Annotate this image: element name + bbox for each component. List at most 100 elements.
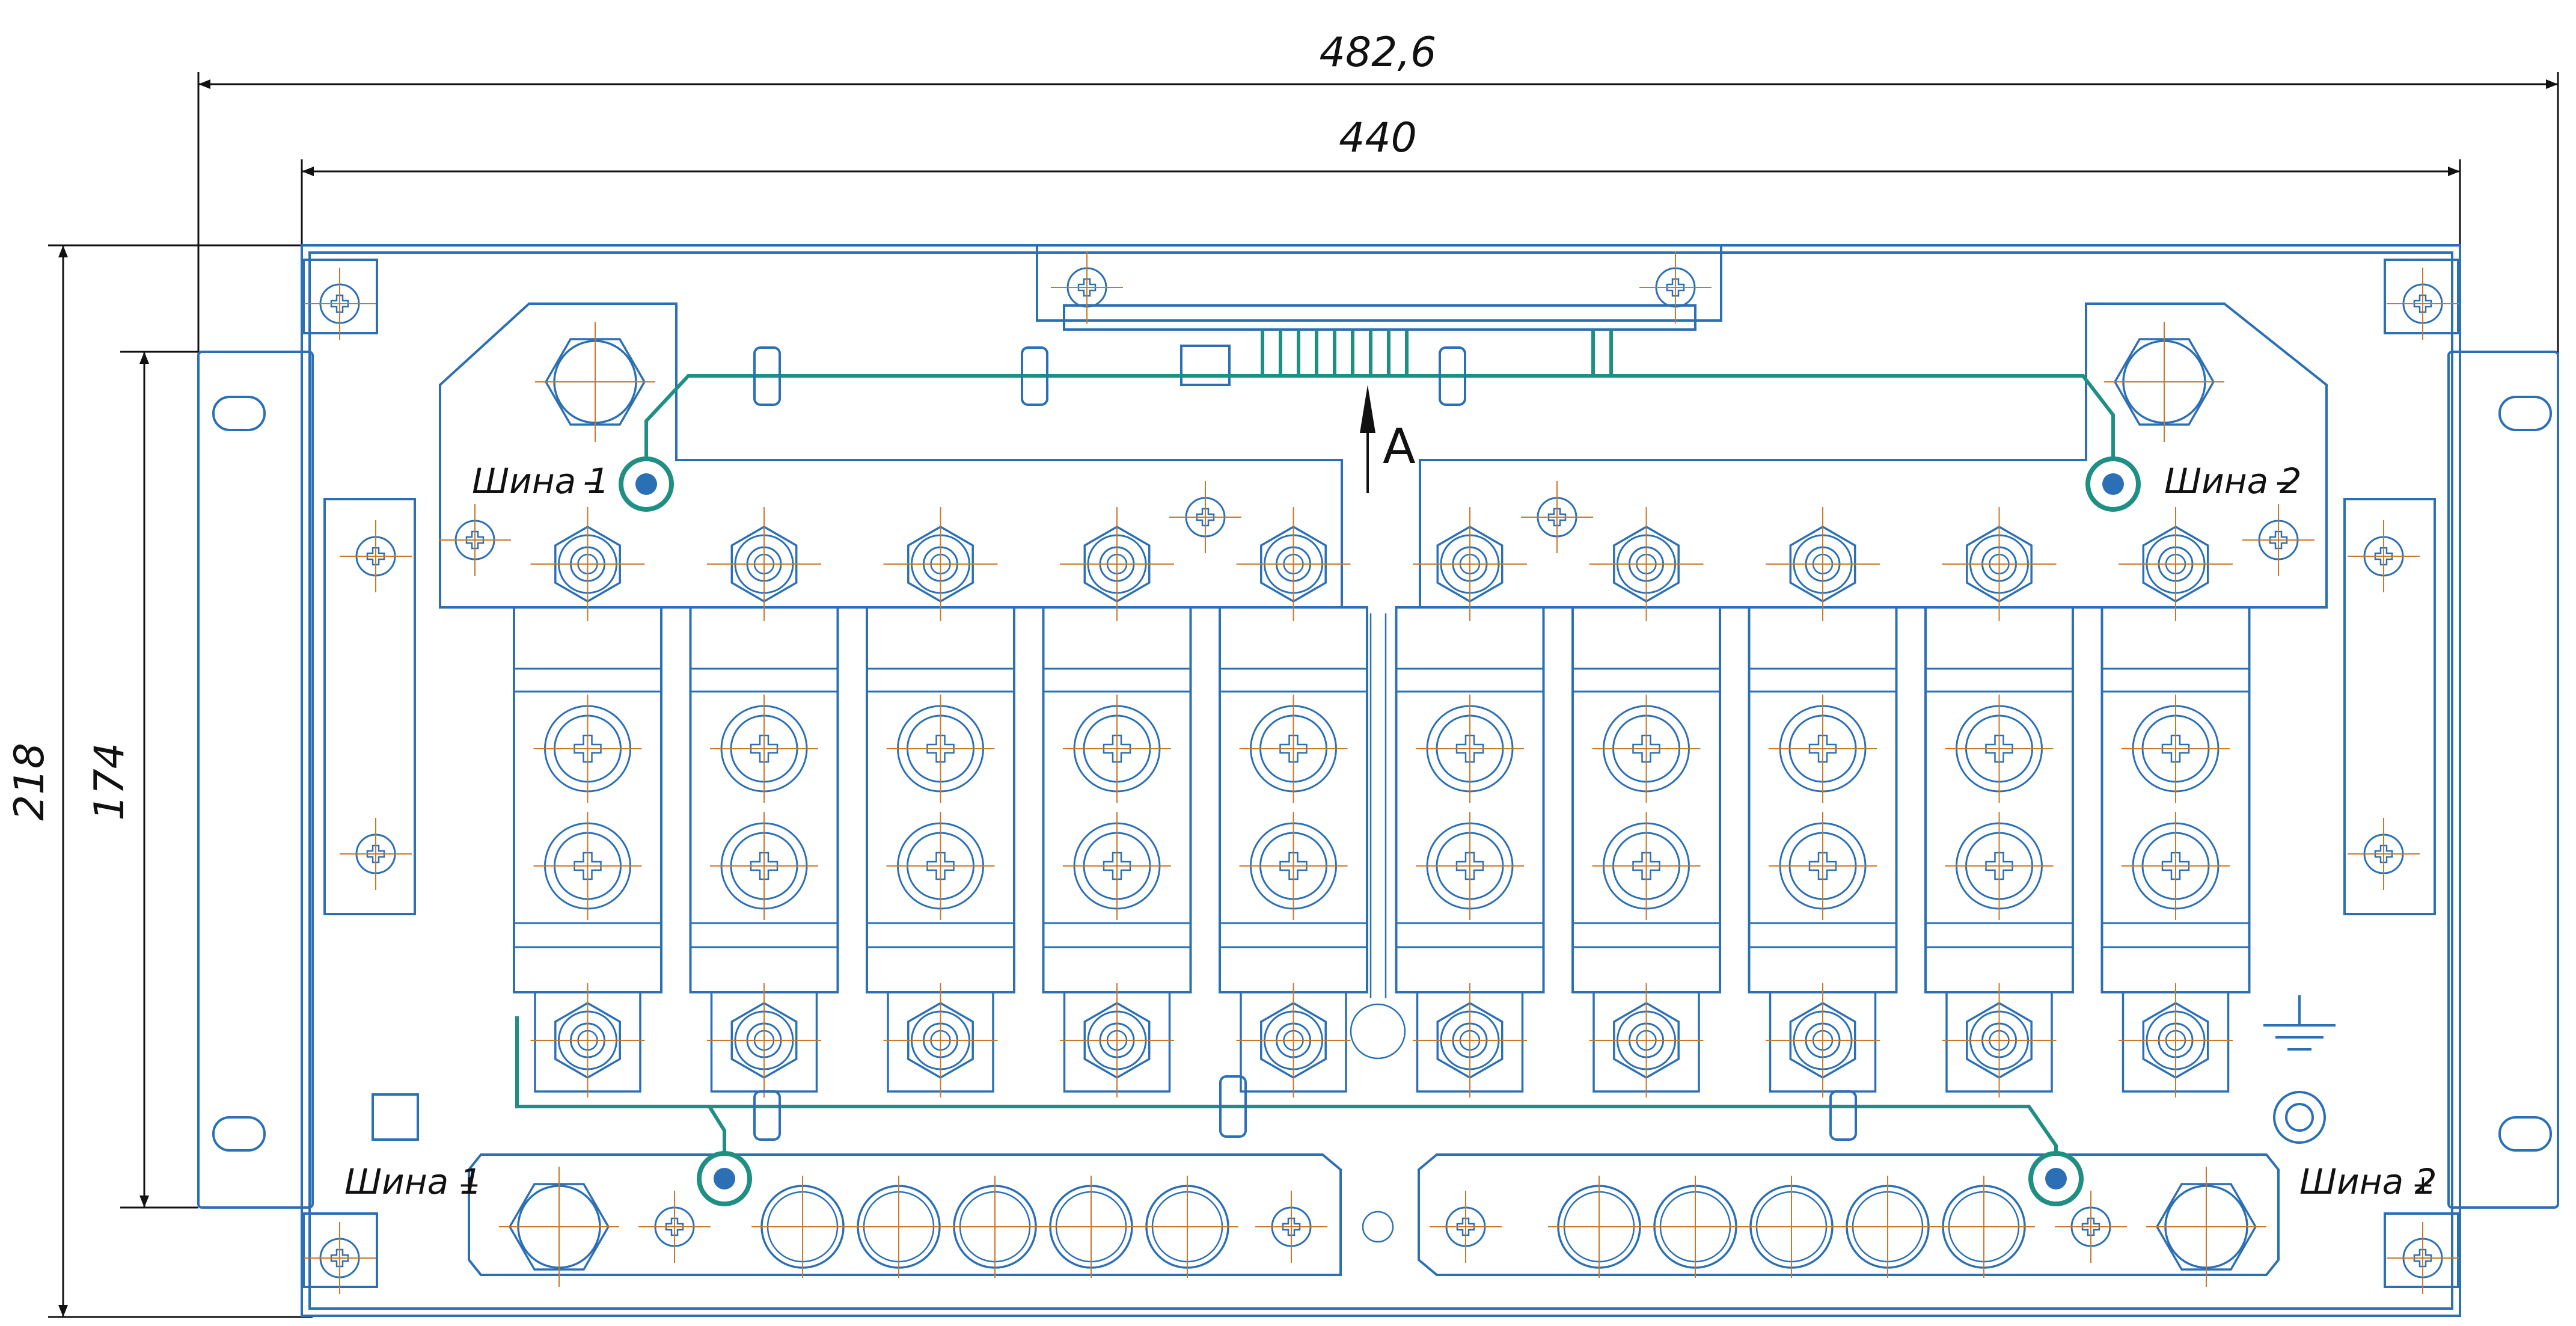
ring-terminal-bus1-minus	[619, 456, 674, 512]
bus-lug-bus2-minus	[2104, 322, 2224, 442]
terminal-bolt-top	[1766, 507, 1880, 621]
overall-width-label: 482,6	[1320, 29, 1437, 76]
busbar-hole	[1933, 1176, 2035, 1278]
large-lugs	[499, 322, 2266, 1287]
terminal-bolt-bottom	[1942, 983, 2057, 1097]
terminal-bolt-top	[1413, 507, 1527, 621]
module-screw-top	[886, 695, 995, 803]
mounting-screw	[2348, 520, 2420, 592]
mounting-screw	[1430, 1191, 1502, 1263]
module-screw-top	[533, 695, 642, 803]
busbar-hole	[944, 1176, 1046, 1278]
mounting-screw	[638, 1191, 711, 1263]
busbar-hole	[848, 1176, 950, 1278]
terminal-bolt-bottom	[1589, 983, 1704, 1097]
dimension-lines	[48, 72, 2559, 1318]
bus-lug-bus1-minus	[535, 322, 655, 442]
mounting-screw	[1639, 251, 1712, 324]
bus1-minus-label: Шина 1 –	[472, 461, 610, 502]
busbar-hole	[1040, 1176, 1142, 1278]
busbar-hole	[1740, 1176, 1843, 1278]
terminal-bolt-top	[530, 507, 645, 621]
terminal-bolt-bottom	[2119, 983, 2233, 1097]
mounting-screw	[2055, 1191, 2127, 1263]
mounting-screw	[2242, 504, 2314, 576]
terminal-bolt-top	[1060, 507, 1174, 621]
mounting-screws	[304, 251, 2459, 1294]
bus1-plus-sign: +	[458, 1170, 480, 1200]
bus2-minus-name: Шина 2	[2164, 461, 2302, 502]
mounting-screw	[2387, 268, 2459, 340]
mounting-screw	[340, 818, 412, 890]
terminal-bolt-bottom	[1060, 983, 1174, 1097]
mounting-screw	[1051, 251, 1123, 324]
terminal-bolt-bottom	[883, 983, 998, 1097]
mounting-screw	[340, 520, 412, 592]
inner-width-label: 440	[1339, 114, 1417, 162]
busbar-hole	[1837, 1176, 1939, 1278]
terminal-bolt-top	[1236, 507, 1351, 621]
module-screw-top	[710, 695, 818, 803]
module-screw-top	[1769, 695, 1877, 803]
mounting-screw	[304, 268, 376, 340]
terminal-bolts	[530, 507, 2233, 1097]
terminal-bolt-bottom	[1413, 983, 1527, 1097]
module-screw-bottom	[1945, 812, 2054, 920]
bus-lug-bus1-plus	[499, 1167, 619, 1287]
terminal-bolt-bottom	[1236, 983, 1351, 1097]
power-modules	[513, 606, 2251, 1093]
terminal-bolt-bottom	[1766, 983, 1880, 1097]
bus1-plus-label: Шина 1 +	[344, 1161, 482, 1202]
module-screw-bottom	[1769, 812, 1877, 920]
power-module	[1924, 606, 2074, 1093]
terminal-bolt-bottom	[530, 983, 645, 1097]
bus1-minus-name: Шина 1	[472, 461, 610, 502]
busbar-hole	[751, 1176, 854, 1278]
bus1-plus-name: Шина 1	[344, 1161, 482, 1202]
module-screw-bottom	[886, 812, 995, 920]
bus2-plus-sign: +	[2412, 1170, 2434, 1200]
view-a-arrow	[1360, 385, 1375, 493]
bus2-plus-label: Шина 2 +	[2299, 1161, 2437, 1202]
bus-wire-clips	[753, 346, 1857, 1141]
mounting-screw	[1255, 1191, 1327, 1263]
terminal-bolt-top	[883, 507, 998, 621]
terminal-bolt-top	[1942, 507, 2057, 621]
busbar-hole	[1644, 1176, 1746, 1278]
bus2-minus-sign: –	[2275, 461, 2293, 502]
module-screw-bottom	[710, 812, 818, 920]
mounting-screw	[439, 504, 511, 576]
module-screw-bottom	[533, 812, 642, 920]
module-screw-top	[1416, 695, 1524, 803]
ring-terminal-bus2-minus	[2085, 456, 2141, 512]
module-screw-bottom	[1416, 812, 1524, 920]
mounting-screw	[2348, 818, 2420, 890]
module-screw-top	[1239, 695, 1348, 803]
terminal-bolt-top	[707, 507, 821, 621]
terminal-bolt-top	[2119, 507, 2233, 621]
module-screw-bottom	[2122, 812, 2230, 920]
module-screw-top	[1063, 695, 1171, 803]
ring-terminals	[619, 456, 2141, 1206]
busbar-hole	[1548, 1176, 1650, 1278]
bus-lug-bus2-plus	[2146, 1167, 2266, 1287]
terminal-bolt-bottom	[707, 983, 821, 1097]
busbar-hole	[1136, 1176, 1238, 1278]
bus2-plus-name: Шина 2	[2299, 1161, 2437, 1202]
view-a-label: A	[1383, 419, 1416, 474]
module-screw-bottom	[1592, 812, 1701, 920]
mounting-screw	[1521, 481, 1593, 553]
mounting-screw	[1169, 481, 1241, 553]
ring-terminal-bus1-plus	[697, 1151, 752, 1206]
power-module	[1042, 606, 1192, 1093]
panel-outline	[197, 244, 2559, 1317]
mounting-screw	[2387, 1222, 2459, 1294]
module-screw-bottom	[1063, 812, 1171, 920]
panel-details	[1350, 613, 1406, 1243]
module-screw-bottom	[1239, 812, 1348, 920]
module-screw-top	[1945, 695, 2054, 803]
bus-wires	[515, 330, 2115, 1170]
module-screw-top	[2122, 695, 2230, 803]
bus1-minus-sign: –	[583, 461, 601, 502]
